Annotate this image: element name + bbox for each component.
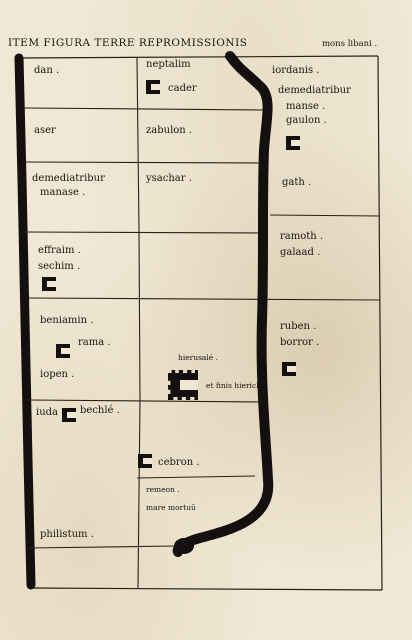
- jordan-river: [172, 51, 274, 557]
- label-ysachar: ysachar .: [146, 173, 192, 184]
- label-sechim: sechim .: [38, 261, 81, 272]
- frame-right: [377, 55, 383, 591]
- label-cebron: cebron .: [158, 457, 200, 468]
- label-ruben: ruben .: [280, 321, 317, 332]
- map-title: ITEM FIGURA TERRE REPROMISSIONIS: [8, 37, 248, 49]
- city-mark-icon: [282, 362, 296, 376]
- label-borror: borror .: [280, 337, 320, 348]
- city-mark-icon: [56, 344, 70, 358]
- city-mark-icon: [138, 454, 152, 468]
- label-aser: aser: [34, 125, 56, 136]
- label-remeon: remeon .: [146, 485, 180, 494]
- city-mark-icon: [146, 80, 160, 94]
- label-gaulon: gaulon .: [286, 115, 327, 126]
- label-effraim: effraim .: [38, 245, 81, 256]
- label-fines-hiericho: et finis hiericho: [206, 381, 266, 390]
- label-rama: rama .: [78, 337, 111, 348]
- jerusalem-castle-icon: [168, 370, 198, 400]
- dead-sea-end: [174, 538, 194, 554]
- label-manase: manase .: [40, 187, 86, 198]
- label-mare-mortuum: mare mortuū: [146, 503, 196, 512]
- frame-bottom: [29, 587, 383, 591]
- divider-dan: [23, 107, 267, 111]
- frame-top: [17, 55, 379, 59]
- label-cader: cader: [168, 83, 197, 94]
- divider-gath: [269, 214, 381, 217]
- city-mark-icon: [42, 277, 56, 291]
- label-dan: dan .: [34, 65, 60, 76]
- divider-iuda: [27, 545, 176, 549]
- city-mark-icon: [286, 136, 300, 150]
- label-ramoth: ramoth .: [280, 231, 324, 242]
- label-galaad: galaad .: [280, 247, 321, 258]
- divider-aser: [23, 161, 263, 164]
- divider-beniamin: [27, 399, 261, 403]
- city-mark-icon: [62, 408, 76, 422]
- divider-manase: [23, 231, 263, 234]
- divider-effraim: [25, 297, 381, 301]
- label-gath: gath .: [282, 177, 312, 188]
- label-bechle: bechlé .: [80, 405, 120, 416]
- map-title-suffix: mons libani .: [322, 39, 378, 49]
- label-zabulon: zabulon .: [146, 125, 193, 136]
- label-iordanis: iordanis .: [272, 65, 320, 76]
- label-iopen: iopen .: [40, 369, 75, 380]
- label-manse: manse .: [286, 101, 326, 112]
- label-hierusale: hierusalé .: [178, 353, 219, 362]
- coast-line: [14, 53, 36, 590]
- label-neptalim: neptalim: [146, 59, 191, 70]
- divider-cebron: [136, 475, 256, 479]
- label-iuda: iuda .: [36, 407, 65, 418]
- column-divider: [136, 57, 141, 589]
- label-beniamin: beniamin .: [40, 315, 94, 326]
- label-philistum: philistum .: [40, 529, 94, 540]
- label-demediatribur-manase: demediatribur: [32, 173, 105, 184]
- label-demediatribur-east: demediatribur: [278, 85, 351, 96]
